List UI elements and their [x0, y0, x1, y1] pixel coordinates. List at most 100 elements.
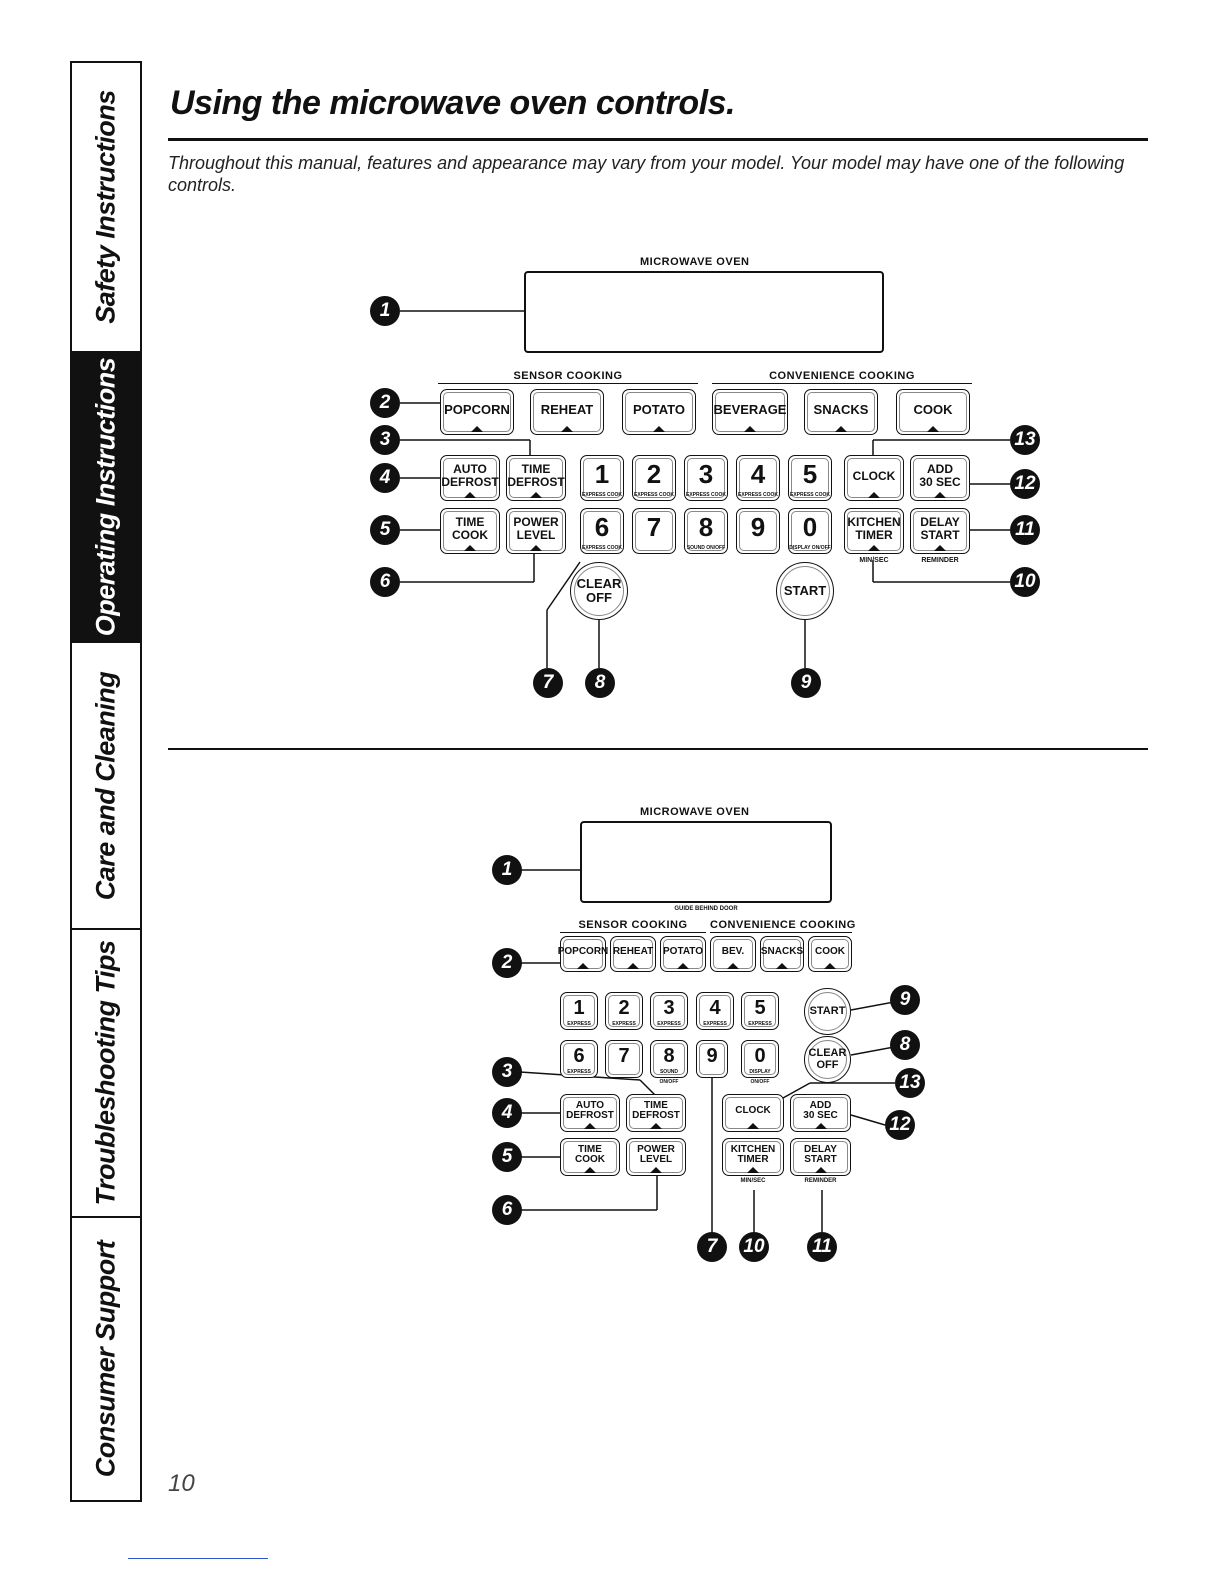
key-sub-label: SOUND	[659, 1068, 679, 1075]
key-sub-label: EXPRESS	[567, 1020, 591, 1027]
auto-defrost-button[interactable]: AUTO DEFROST	[560, 1094, 620, 1132]
clear-off-button[interactable]: CLEAR OFF	[804, 1036, 851, 1083]
callout-4: 4	[370, 463, 400, 493]
callout-7: 7	[697, 1232, 727, 1262]
callout-12: 12	[1010, 469, 1040, 499]
key-sub-label: EXPRESS	[657, 1020, 681, 1027]
callout-3: 3	[370, 425, 400, 455]
callout-8: 8	[585, 668, 615, 698]
number-key-7[interactable]: 7	[632, 508, 676, 554]
reheat-button[interactable]: REHEAT	[610, 936, 656, 972]
leader-lines-1	[400, 310, 1010, 668]
time-cook-button[interactable]: TIME COOK	[440, 508, 500, 554]
callout-7: 7	[533, 668, 563, 698]
key-sub-label: DISPLAY	[749, 1068, 771, 1075]
callout-5: 5	[370, 515, 400, 545]
time-defrost-button[interactable]: TIME DEFROST	[626, 1094, 686, 1132]
intro-text: Throughout this manual, features and app…	[168, 153, 1125, 195]
sensor-cooking-label: SENSOR COOKING	[560, 919, 706, 933]
min-sec-label: MIN/SEC	[740, 1178, 766, 1184]
kitchen-timer-button[interactable]: KITCHEN TIMER	[844, 508, 904, 554]
potato-button[interactable]: POTATO	[622, 389, 696, 435]
kitchen-timer-button[interactable]: KITCHEN TIMER	[722, 1138, 784, 1176]
callout-12: 12	[885, 1110, 915, 1140]
key-sub-label: EXPRESS COOK	[685, 491, 726, 498]
snacks-button[interactable]: SNACKS	[760, 936, 804, 972]
sound-on-off-label: ON/OFF	[659, 1079, 679, 1085]
tab-troubleshooting-tips[interactable]: Troubleshooting Tips	[72, 930, 140, 1218]
reheat-button[interactable]: REHEAT	[530, 389, 604, 435]
page-number: 10	[168, 1470, 195, 1497]
callout-2: 2	[370, 388, 400, 418]
callout-6: 6	[492, 1195, 522, 1225]
convenience-cooking-label: CONVENIENCE COOKING	[710, 919, 856, 933]
callout-8: 8	[890, 1030, 920, 1060]
callout-1: 1	[370, 296, 400, 326]
auto-defrost-button[interactable]: AUTO DEFROST	[440, 455, 500, 501]
clock-button[interactable]: CLOCK	[844, 455, 904, 501]
callout-11: 11	[807, 1232, 837, 1262]
number-key-9[interactable]: 9	[696, 1040, 728, 1078]
potato-button[interactable]: POTATO	[660, 936, 706, 972]
popcorn-button[interactable]: POPCORN	[440, 389, 514, 435]
callout-11: 11	[1010, 515, 1040, 545]
key-sub-label: EXPRESS	[612, 1020, 636, 1027]
key-sub-label: EXPRESS COOK	[737, 491, 778, 498]
clear-off-button[interactable]: CLEAR OFF	[570, 562, 628, 620]
time-cook-button[interactable]: TIME COOK	[560, 1138, 620, 1176]
callout-2: 2	[492, 948, 522, 978]
callout-3: 3	[492, 1057, 522, 1087]
power-level-button[interactable]: POWER LEVEL	[626, 1138, 686, 1176]
add-30-sec-button[interactable]: ADD 30 SEC	[910, 455, 970, 501]
key-sub-label: EXPRESS	[748, 1020, 772, 1027]
sensor-cooking-label: SENSOR COOKING	[438, 370, 698, 384]
callout-10: 10	[739, 1232, 769, 1262]
guide-behind-door-label: GUIDE BEHIND DOOR	[674, 906, 738, 912]
number-key-7[interactable]: 7	[605, 1040, 643, 1078]
delay-start-button[interactable]: DELAY START	[910, 508, 970, 554]
control-panel-diagram-2: MICROWAVE OVEN GUIDE BEHIND DOOR SENSOR …	[492, 806, 925, 1262]
time-defrost-button[interactable]: TIME DEFROST	[506, 455, 566, 501]
bev-button[interactable]: BEV.	[710, 936, 756, 972]
tab-care-and-cleaning[interactable]: Care and Cleaning	[72, 643, 140, 930]
clock-button[interactable]: CLOCK	[722, 1094, 784, 1132]
tab-operating-instructions[interactable]: Operating Instructions	[72, 353, 140, 643]
reminder-label: REMINDER	[804, 1178, 837, 1184]
callout-10: 10	[1010, 567, 1040, 597]
delay-start-button[interactable]: DELAY START	[790, 1138, 851, 1176]
callout-1: 1	[492, 855, 522, 885]
start-button[interactable]: START	[804, 988, 851, 1035]
callout-13: 13	[1010, 425, 1040, 455]
popcorn-button[interactable]: POPCORN	[558, 936, 608, 972]
key-sub-label: DISPLAY ON/OFF	[789, 544, 831, 551]
min-sec-label: MIN/SEC	[859, 557, 889, 564]
power-level-button[interactable]: POWER LEVEL	[506, 508, 566, 554]
key-sub-label: EXPRESS	[703, 1020, 727, 1027]
snacks-button[interactable]: SNACKS	[804, 389, 878, 435]
cook-button[interactable]: COOK	[896, 389, 970, 435]
cook-button[interactable]: COOK	[808, 936, 852, 972]
start-button[interactable]: START	[776, 562, 834, 620]
page-title: Using the microwave oven controls.	[170, 84, 735, 122]
callout-6: 6	[370, 567, 400, 597]
add-30-sec-button[interactable]: ADD 30 SEC	[790, 1094, 851, 1132]
tab-safety-instructions[interactable]: Safety Instructions	[72, 63, 140, 353]
number-key-9[interactable]: 9	[736, 508, 780, 554]
beverage-button[interactable]: BEVERAGE	[712, 389, 788, 435]
